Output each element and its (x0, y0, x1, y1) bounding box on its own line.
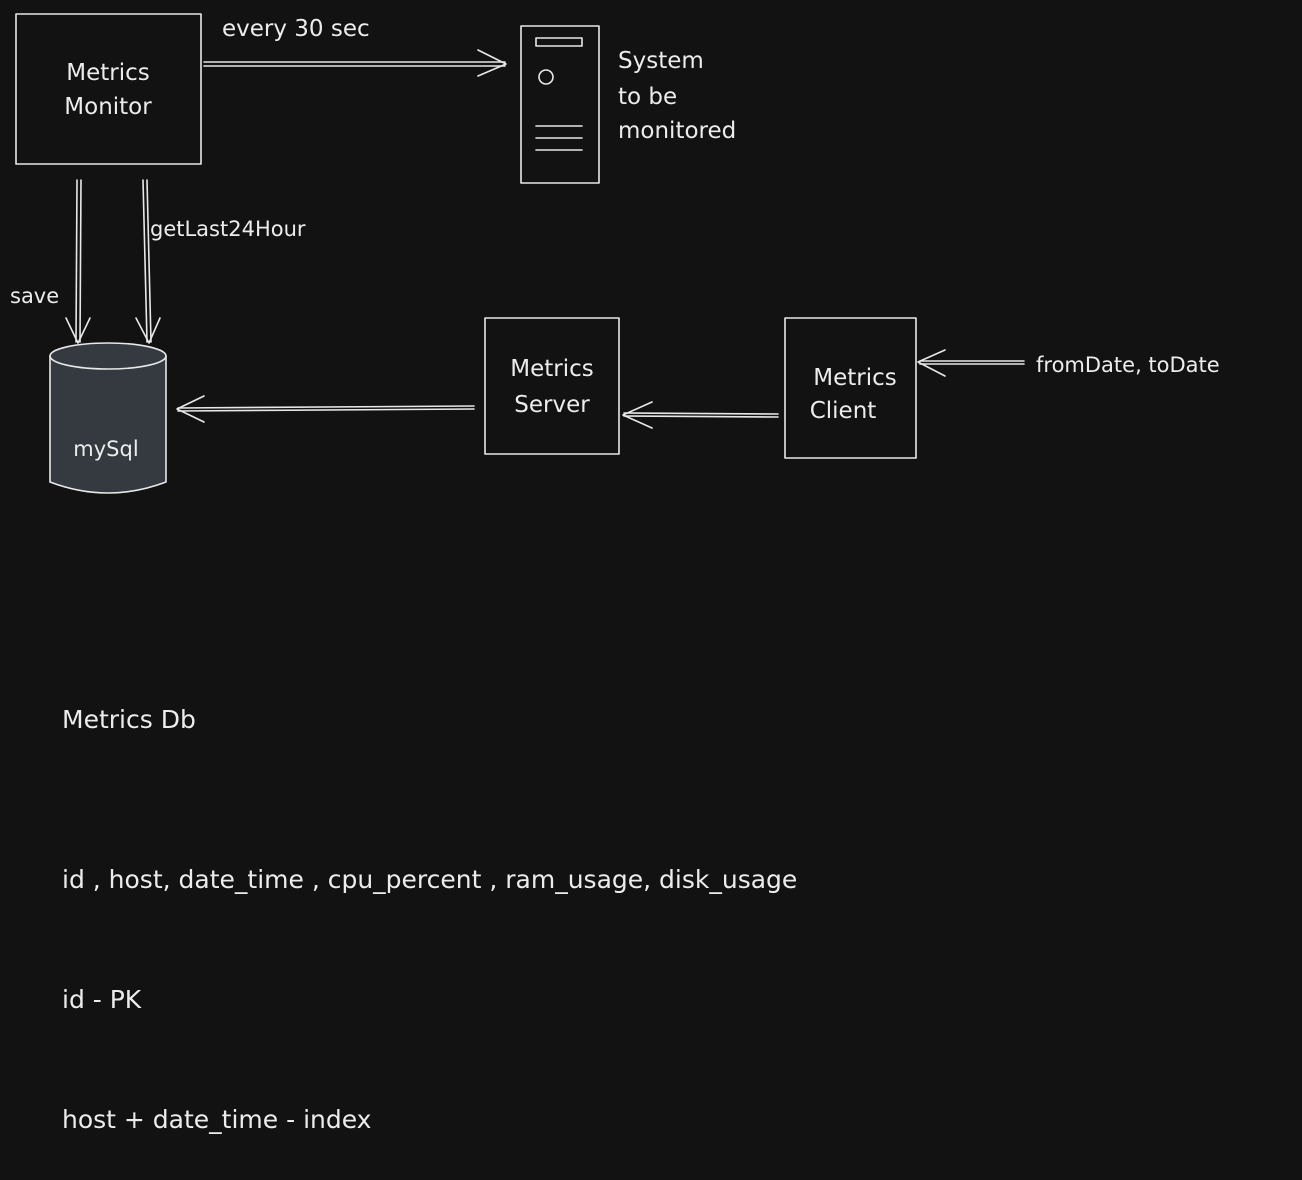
system-label-line1: System (618, 48, 704, 74)
notes-title: Metrics Db (62, 705, 196, 734)
save-label: save (10, 284, 59, 308)
server-to-db-arrow (176, 395, 475, 423)
client-to-server-arrow (622, 401, 779, 429)
metrics-client-label-line2: Client (810, 398, 877, 424)
metrics-monitor-label-line2: Monitor (64, 94, 152, 120)
mysql-label: mySql (73, 437, 138, 461)
metrics-db-notes: Metrics Db id , host, date_time , cpu_pe… (62, 620, 797, 1180)
client-input-arrow (917, 349, 1025, 377)
get-last-label: getLast24Hour (150, 217, 306, 241)
notes-line-columns: id , host, date_time , cpu_percent , ram… (62, 865, 798, 894)
metrics-monitor-label-line1: Metrics (66, 60, 150, 86)
metrics-server-box (484, 317, 620, 455)
system-label-line3: monitored (618, 118, 736, 144)
get-last-arrow (135, 179, 161, 344)
mysql-database: mySql (49, 342, 167, 494)
save-arrow (65, 179, 91, 344)
metrics-client-label-line1: Metrics (813, 365, 897, 391)
metrics-client-box (784, 317, 917, 459)
client-input-label: fromDate, toDate (1036, 353, 1220, 377)
poll-arrow (203, 49, 507, 77)
notes-line-index: host + date_time - index (62, 1105, 372, 1134)
poll-interval-label: every 30 sec (222, 16, 370, 42)
system-label-line2: to be (618, 84, 677, 110)
architecture-diagram: Metrics Monitor every 30 sec System to b… (10, 13, 1220, 494)
metrics-client-node: Metrics Client (784, 317, 917, 459)
notes-line-pk: id - PK (62, 985, 142, 1014)
metrics-server-label-line1: Metrics (510, 356, 594, 382)
metrics-server-label-line2: Server (514, 392, 590, 418)
metrics-monitor-node: Metrics Monitor (15, 13, 202, 165)
metrics-monitor-box (15, 13, 202, 165)
server-icon (520, 25, 600, 184)
metrics-server-node: Metrics Server (484, 317, 620, 455)
